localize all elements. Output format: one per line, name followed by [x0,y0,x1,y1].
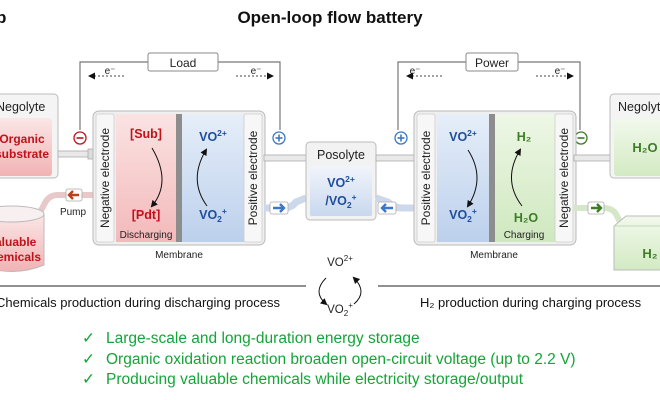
positive-chamber [437,114,489,242]
benefit-item: ✓Organic oxidation reaction broaden open… [82,350,576,371]
electrode-label: Positive electrode [246,130,260,225]
posolyte-label: Posolyte [317,148,365,162]
product-text: H₂ [642,246,657,261]
redox-arrow [511,148,523,207]
right-wire-left [397,61,466,130]
check-icon: ✓ [82,330,95,347]
right-unit: Power e⁻ e⁻ Positive electrode Negative … [374,52,660,271]
cycle-arrow [352,276,362,305]
electron-label: e⁻ [555,66,566,77]
negative-chamber [116,114,176,242]
load-box [147,52,219,72]
mode-label: Charging [504,230,545,241]
product-pipe [37,192,95,214]
cycle-top-label: VO2+ [327,254,353,269]
negative-electrode [95,113,115,243]
mode-label: Discharging [120,230,173,241]
cycle-arrow [318,277,328,306]
benefit-list: ✓Large-scale and long-duration energy st… [82,329,576,391]
species-label: VO2+ [199,128,227,144]
power-box [465,52,519,72]
redox-arrow [466,149,478,208]
product-text: Valuable [0,235,37,249]
reservoir-text: substrate [0,147,49,161]
check-icon: ✓ [82,371,95,388]
benefit-item: ✓Producing valuable chemicals while elec… [82,370,576,391]
membrane-label: Membrane [470,250,518,261]
species-label: VO2+ [449,128,477,144]
electrode-label: Negative electrode [557,128,571,228]
species-label: VO2+ [199,206,227,224]
electrode-label: Positive electrode [419,130,433,225]
product-text: chemicals [0,250,41,264]
species-label: VO2+ [449,206,477,224]
load-label: Load [170,56,197,70]
reservoir-text: Organic [0,132,45,146]
electron-label: e⁻ [410,66,421,77]
left-wire-left [79,61,148,130]
positive-chamber [182,114,244,242]
product-tank [0,214,45,272]
power-label: Power [475,56,509,70]
electrode-label: Negative electrode [98,128,112,228]
positive-electrode [243,113,263,243]
electron-label: e⁻ [105,66,116,77]
positive-electrode [416,113,436,243]
panel-letter: b [0,8,7,27]
negative-electrode [554,113,574,243]
check-icon: ✓ [82,350,95,368]
negolyte-label: Negolyte [618,100,660,114]
vanadium-cycle: VO2+ VO2+ [318,254,362,318]
membrane-label: Membrane [155,250,203,261]
membrane [489,114,495,242]
membrane [176,114,182,242]
cycle-bottom-label: VO2+ [327,301,353,318]
posolyte-pipe [375,154,415,162]
electron-label: e⁻ [251,66,262,77]
negative-chamber [495,114,555,242]
species-label: /VO2+ [325,192,356,210]
water-label: H₂O [514,211,539,225]
redox-arrow [150,147,163,208]
benefit-item: ✓Large-scale and long-duration energy st… [82,329,576,350]
feed-pipe [57,150,91,158]
left-wire-right [218,61,281,130]
left-unit: Load e⁻ e⁻ Negolyte Organic substrate Pu… [0,52,308,272]
left-caption: Chemicals production during discharging … [0,295,280,310]
reservoir-text: H₂O [632,140,657,155]
hydrogen-tank [613,215,660,271]
posolyte-tank: Posolyte VO2+ /VO2+ [305,141,377,221]
posolyte-pipe [263,154,307,162]
hydrogen-label: H₂ [517,130,532,144]
substrate-label: [Sub] [130,127,162,141]
feed-pipe [573,154,615,162]
page-title: Open-loop flow battery [237,8,423,27]
redox-arrow [196,148,208,207]
right-wire-right [518,61,581,130]
negolyte-label: Negolyte [0,100,45,114]
product-label: [Pdt] [132,208,160,222]
species-label: VO2+ [327,174,355,190]
pump-label: Pump [60,207,87,218]
right-caption: H₂ production during charging process [420,295,642,310]
